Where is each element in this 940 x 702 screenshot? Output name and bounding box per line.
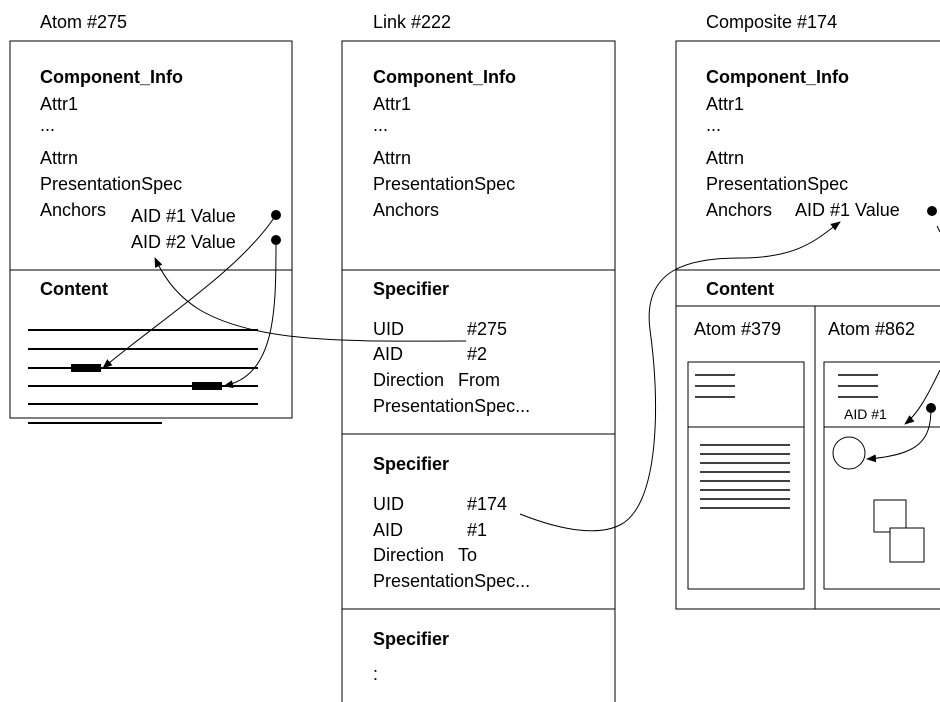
- composite-174-box: [675, 40, 940, 610]
- specifier-2-heading: Specifier: [373, 454, 449, 474]
- specifier-1-direction-label: Direction: [373, 370, 444, 390]
- atom-275-presentation-spec: PresentationSpec: [40, 174, 182, 194]
- composite-174-attrn: Attrn: [706, 148, 744, 168]
- link-222-info-heading: Component_Info: [373, 67, 516, 87]
- atom-275-text-lines: [28, 329, 258, 424]
- atom-275-content-heading: Content: [40, 279, 108, 299]
- composite-174-anchor-1-dot: [927, 206, 937, 216]
- atom-275-title: Atom #275: [40, 12, 127, 32]
- composite-174-title: Composite #174: [706, 12, 837, 32]
- atom-275-box: [9, 40, 293, 419]
- specifier-2-direction-label: Direction: [373, 545, 444, 565]
- specifier-1-direction-value: From: [458, 370, 500, 390]
- specifier-1-uid-label: UID: [373, 319, 404, 339]
- atom-862-title: Atom #862: [828, 319, 915, 339]
- atom-275-attrn: Attrn: [40, 148, 78, 168]
- atom-862-squares: [873, 499, 925, 563]
- atom-379-title: Atom #379: [694, 319, 781, 339]
- composite-174-ellipsis: ...: [706, 115, 721, 135]
- specifier-1-aid-value: #2: [467, 344, 487, 364]
- specifier-2-direction-value: To: [458, 545, 477, 565]
- link-222-presentation-spec: PresentationSpec: [373, 174, 515, 194]
- to-connector: [519, 221, 841, 532]
- composite-174-attr1: Attr1: [706, 94, 744, 114]
- specifier-2-aid-value: #1: [467, 520, 487, 540]
- specifier-3-heading: Specifier: [373, 629, 449, 649]
- specifier-2-presentation-spec: PresentationSpec...: [373, 571, 530, 591]
- atom-275-info-heading: Component_Info: [40, 67, 183, 87]
- composite-174-content-heading: Content: [706, 279, 774, 299]
- atom-379-box: [687, 361, 805, 590]
- link-222-title: Link #222: [373, 12, 451, 32]
- atom-862-box: [823, 361, 940, 590]
- atom-275-ellipsis: ...: [40, 115, 55, 135]
- specifier-1-aid-label: AID: [373, 344, 403, 364]
- composite-174-anchors-label: Anchors: [706, 200, 772, 220]
- link-222-attrn: Attrn: [373, 148, 411, 168]
- link-222-ellipsis: ...: [373, 115, 388, 135]
- atom-862-circle-shape: [832, 436, 866, 470]
- atom-275-anchor-arrows: [102, 214, 277, 389]
- atom-275-anchor-1: AID #1 Value: [131, 206, 236, 226]
- link-222-attr1: Attr1: [373, 94, 411, 114]
- atom-862-anchor-label: AID #1: [844, 406, 887, 422]
- specifier-1-uid-value: #275: [467, 319, 507, 339]
- from-connector: [154, 257, 467, 342]
- specifier-1-heading: Specifier: [373, 279, 449, 299]
- composite-174-anchor-arrows: [866, 225, 940, 463]
- link-connectors: [154, 221, 841, 532]
- specifier-3-more: :: [373, 664, 378, 684]
- specifier-2-aid-label: AID: [373, 520, 403, 540]
- atom-275-anchor-1-region: [71, 364, 101, 372]
- atom-379-text-lines: [695, 374, 790, 509]
- atom-862-text-lines: [838, 374, 878, 398]
- atom-275-anchor-2-region: [192, 382, 222, 390]
- composite-174-info-heading: Component_Info: [706, 67, 849, 87]
- specifier-1-presentation-spec: PresentationSpec...: [373, 396, 530, 416]
- specifier-2-uid-value: #174: [467, 494, 507, 514]
- composite-174-anchor-1: AID #1 Value: [795, 200, 900, 220]
- specifier-2-uid-label: UID: [373, 494, 404, 514]
- atom-275-attr1: Attr1: [40, 94, 78, 114]
- atom-275-anchors-label: Anchors: [40, 200, 106, 220]
- link-222-anchors-label: Anchors: [373, 200, 439, 220]
- composite-174-presentation-spec: PresentationSpec: [706, 174, 848, 194]
- link-222-box: [341, 40, 616, 702]
- atom-275-anchor-2: AID #2 Value: [131, 232, 236, 252]
